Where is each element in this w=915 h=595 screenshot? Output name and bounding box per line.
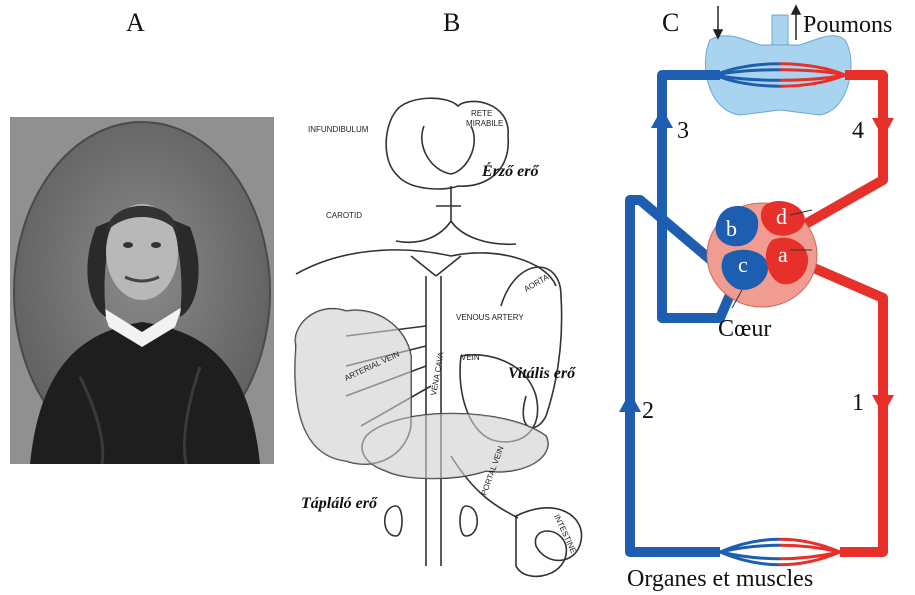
label-carotid: CAROTID [326,211,362,220]
label-erzo-ero: Érző erő [481,161,539,180]
panel-label-b: B [443,8,460,38]
chamber-label-a: a [778,242,788,267]
number-2: 2 [642,398,654,424]
kidney-left [385,506,402,536]
label-mirabile: MIRABILE [466,119,503,128]
arrow-1 [872,395,894,415]
organ-capillaries [720,539,840,565]
label-taplalo-ero: Tápláló erő [301,495,378,512]
number-1: 1 [852,390,864,416]
label-venous-artery: VENOUS ARTERY [456,313,524,322]
label-rete: RETE [471,109,492,118]
number-3: 3 [677,118,689,144]
label-infundibulum: INFUNDIBULUM [308,125,369,134]
label-coeur: Cœur [718,316,771,342]
panel-label-a: A [126,8,145,38]
chamber-label-b: b [726,216,737,241]
arrow-2 [619,392,641,412]
chamber-label-c: c [738,252,748,277]
air-out-arrow [792,6,800,14]
number-4: 4 [852,118,864,144]
label-vitalis-ero: Vitális erő [508,365,576,382]
kidney-right [460,506,477,536]
label-poumons: Poumons [803,12,892,38]
label-vein: VEIN [461,353,480,362]
aorta-path [800,262,883,552]
label-aorta: AORTA [523,272,551,294]
carotid-artery [396,186,516,244]
chamber-label-d: d [776,204,787,229]
arrow-3 [651,108,673,128]
label-vena-cava: VENA CAVA [429,351,446,397]
heart [707,201,817,307]
arrow-4 [872,118,894,138]
label-organes: Organes et muscles [627,566,813,592]
portrait-engraving [10,117,274,464]
circulation-diagram: b c d a Poumons Cœur Organes et muscles … [600,0,915,595]
galen-physiology-diagram: INFUNDIBULUM RETE MIRABILE CAROTID VENOU… [286,96,626,592]
